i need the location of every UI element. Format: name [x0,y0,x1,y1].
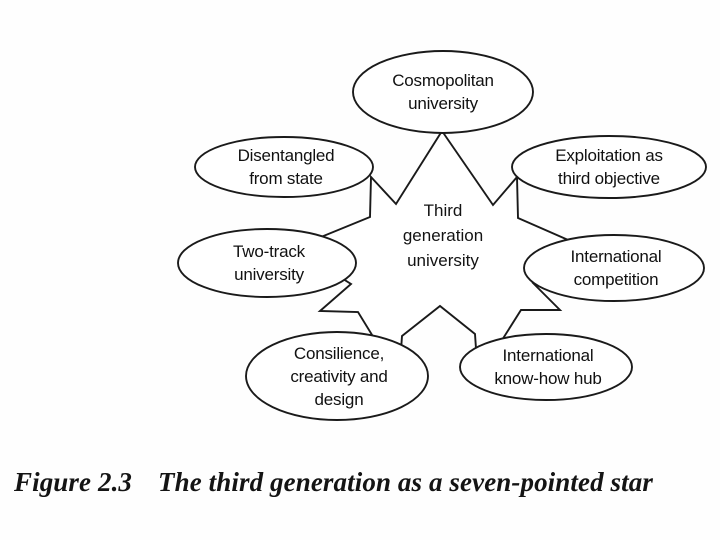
node-disentangled-from-state: Disentangled from state [194,136,374,198]
node-ellipse-cosmopolitan-university [352,50,534,134]
node-label-international-competition-line-1: International [571,247,662,266]
node-label-international-competition-line-2: competition [574,270,659,289]
node-exploitation-as-third-objective: Exploitation as third objective [511,135,707,199]
node-label-exploitation-line-1: Exploitation as [555,146,663,165]
figure-caption-text: The third generation as a seven-pointed … [158,466,653,497]
node-label-consilience-line-1: Consilience, [294,344,384,363]
node-label-know-how-hub-line-1: International [503,346,594,365]
figure-caption-number: Figure 2.3 [14,466,133,497]
node-label-know-how-hub-line-2: know-how hub [494,369,601,388]
node-ellipse-international-competition [523,234,705,302]
center-label-line-2: generation [403,226,483,245]
node-label-consilience-line-2: creativity and [290,367,387,386]
node-cosmopolitan-university: Cosmopolitan university [352,50,534,134]
figure-caption: Figure 2.3 The third generation as a sev… [14,462,706,502]
node-label-cosmopolitan-university-line-2: university [408,94,479,113]
node-international-know-how-hub: International know-how hub [459,333,633,401]
node-international-competition: International competition [523,234,705,302]
node-ellipse-disentangled-from-state [194,136,374,198]
node-ellipse-exploitation-as-third-objective [511,135,707,199]
node-ellipse-consilience-creativity-and-design [245,331,429,421]
node-ellipse-two-track-university [177,228,357,298]
node-label-two-track-line-1: Two-track [233,242,306,261]
node-two-track-university: Two-track university [177,228,357,298]
center-label-line-1: Third [424,201,463,220]
node-label-exploitation-line-2: third objective [558,169,660,188]
center-label-line-3: university [407,251,479,270]
node-ellipse-international-know-how-hub [459,333,633,401]
node-label-disentangled-line-2: from state [249,169,323,188]
node-label-disentangled-line-1: Disentangled [238,146,335,165]
node-label-two-track-line-2: university [234,265,305,284]
node-label-consilience-line-3: design [315,390,364,409]
seven-pointed-star-shape [291,129,594,383]
node-label-cosmopolitan-university-line-1: Cosmopolitan [392,71,494,90]
node-consilience-creativity-and-design: Consilience, creativity and design [245,331,429,421]
center-node-third-generation-university: Third generation university [403,201,483,270]
